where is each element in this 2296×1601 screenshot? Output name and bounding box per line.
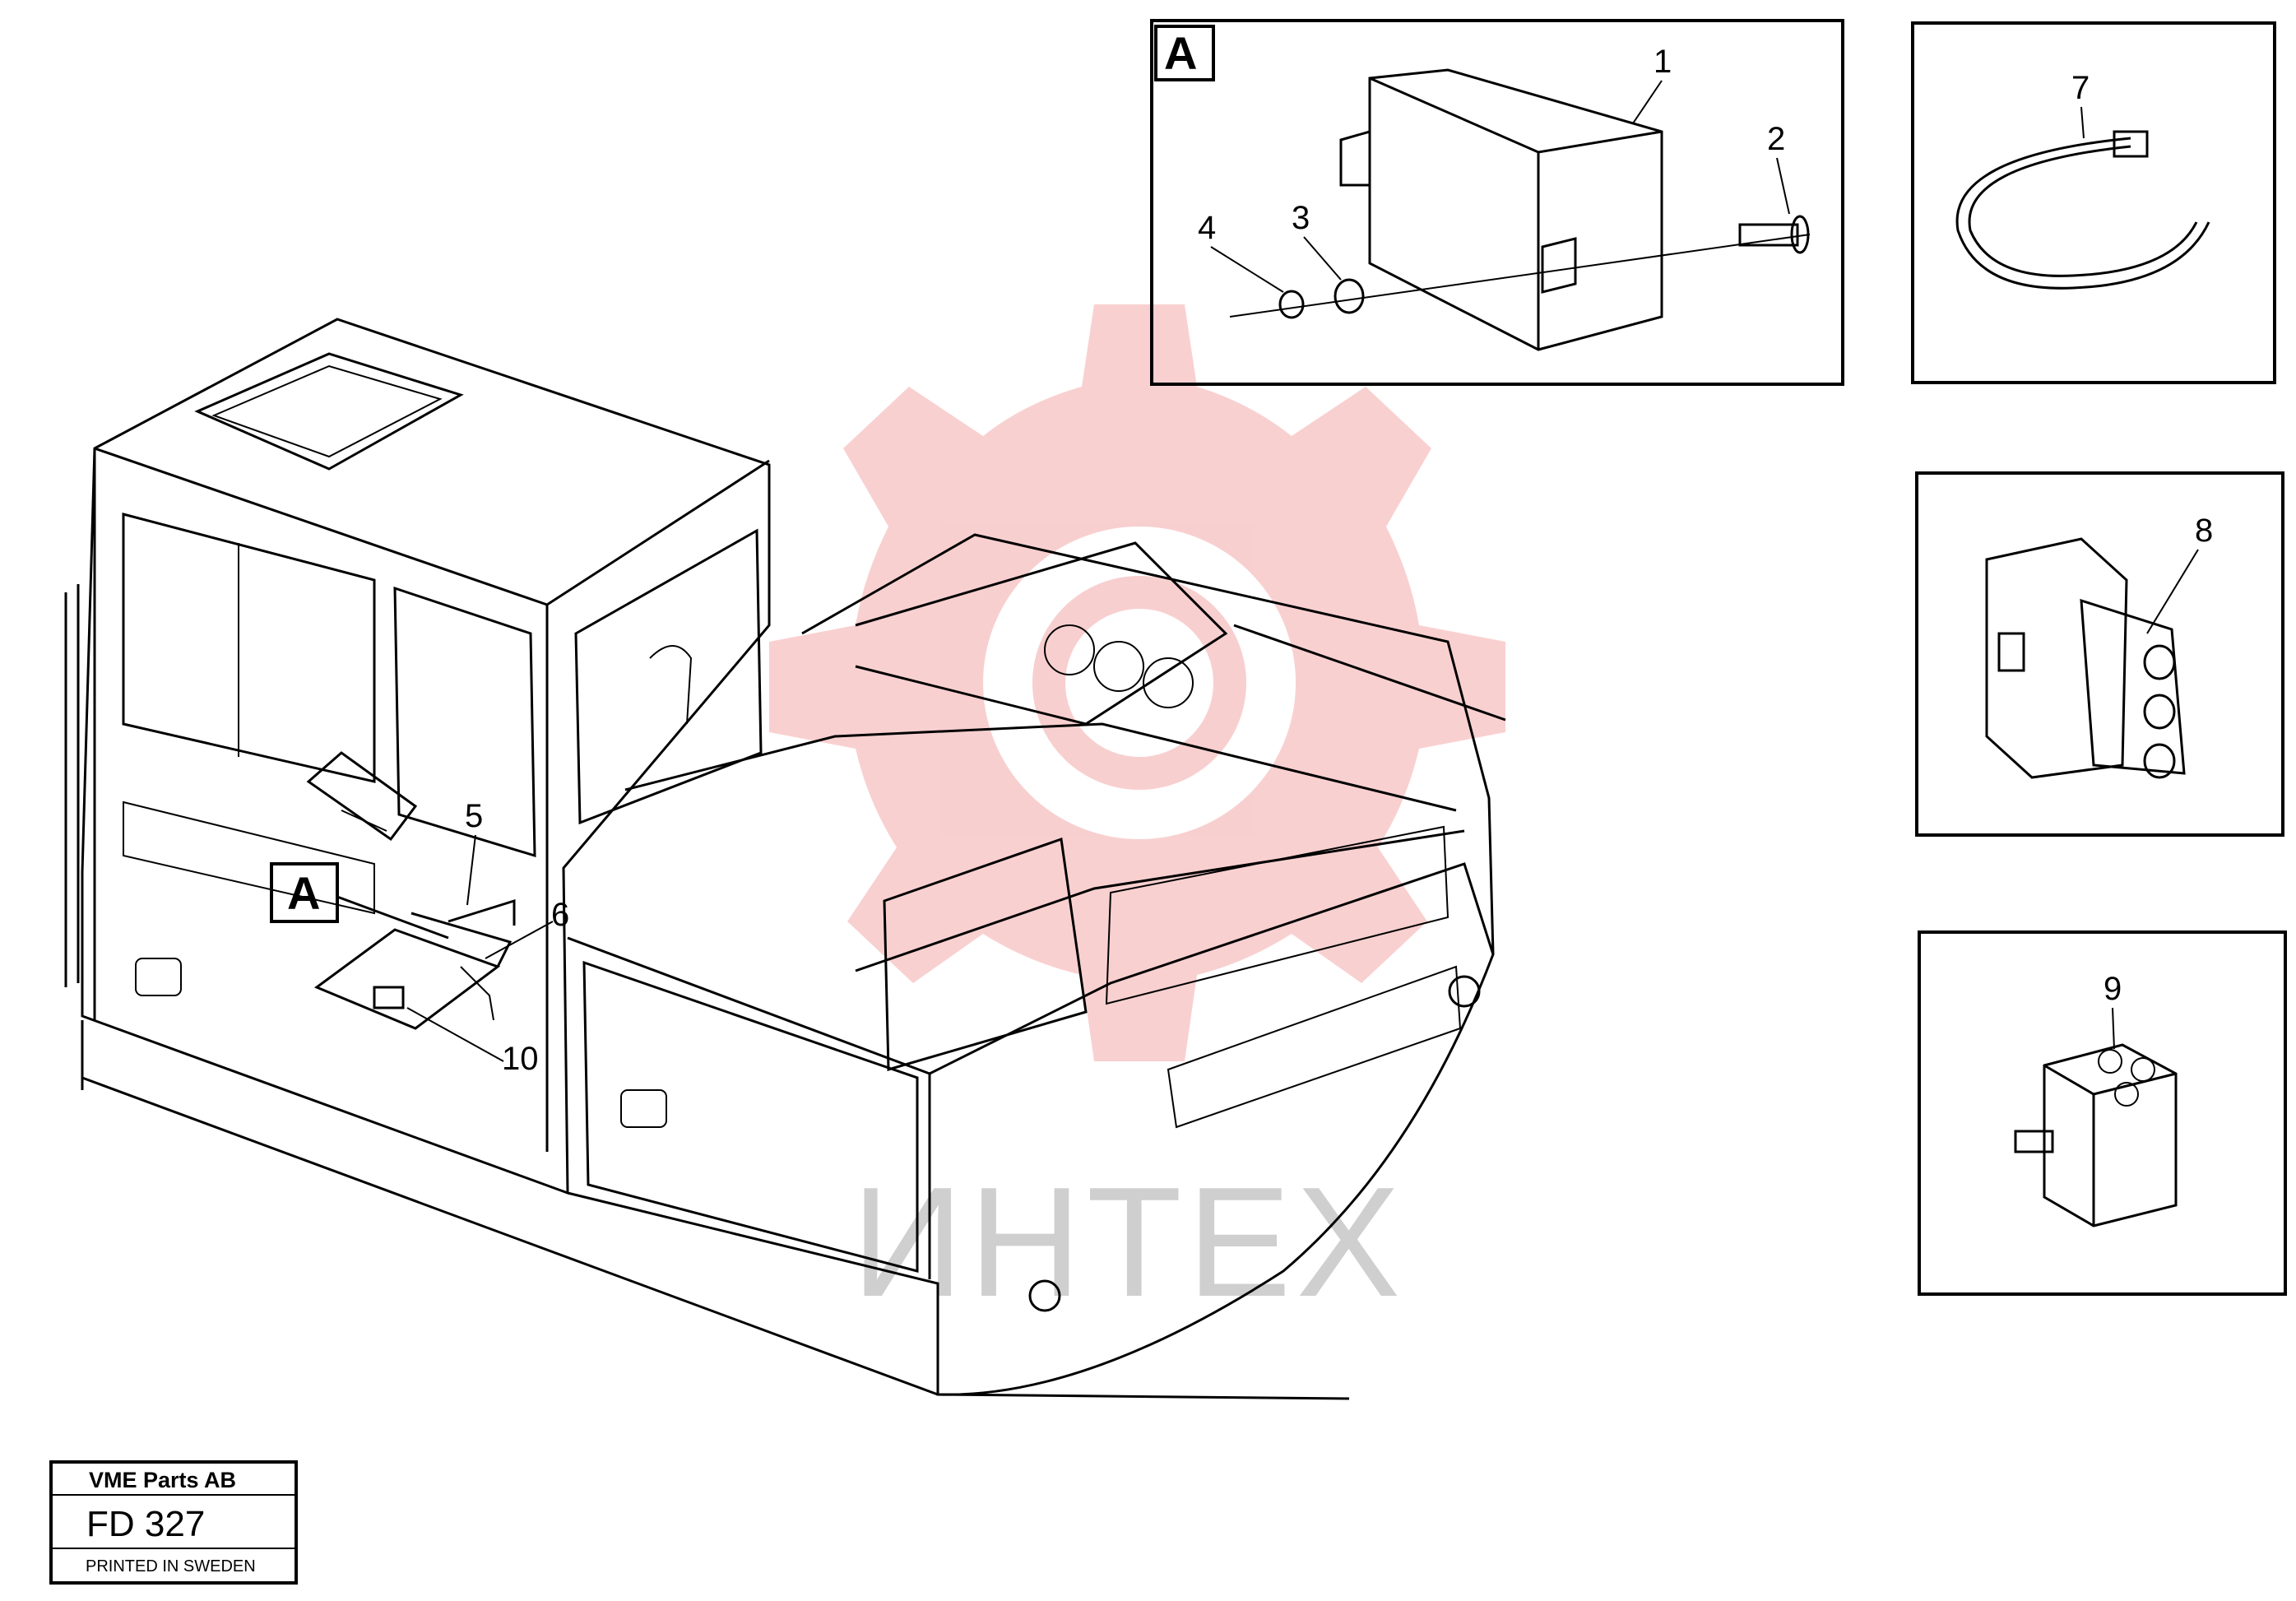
callout-8: 8 <box>2195 513 2213 549</box>
detail-tag-a-main: A <box>270 862 449 940</box>
callout-6: 6 <box>551 897 569 933</box>
callout-1: 1 <box>1654 44 1672 80</box>
title-block-drawing-number: FD 327 <box>86 1504 205 1544</box>
detail-frame-connector-9 <box>1918 930 2287 1296</box>
callout-7: 7 <box>2071 70 2090 106</box>
callout-5: 5 <box>465 798 483 834</box>
control-unit-mount <box>306 751 516 1030</box>
callout-9: 9 <box>2104 971 2122 1007</box>
callout-4: 4 <box>1198 210 1216 246</box>
leader-8 <box>2146 549 2199 634</box>
callout-2: 2 <box>1767 121 1785 157</box>
leader-5 <box>466 834 476 906</box>
leader-2 <box>1776 157 1790 215</box>
leader-7 <box>2080 106 2085 139</box>
detail-frame-a-tag: A <box>1164 27 1197 79</box>
title-block: VME Parts AB FD 327 PRINTED IN SWEDEN <box>49 1460 298 1585</box>
callout-3: 3 <box>1292 200 1310 236</box>
leader-10 <box>406 1007 504 1062</box>
leader-6 <box>485 921 554 959</box>
leader-4 <box>1210 246 1284 293</box>
title-block-printed: PRINTED IN SWEDEN <box>86 1557 256 1575</box>
detail-frame-cable-tie <box>1911 21 2276 384</box>
watermark-text: ИНТЕХ <box>851 1155 1405 1330</box>
leader-9 <box>2112 1007 2115 1050</box>
detail-frame-a: A <box>1150 19 1844 386</box>
excavator-illustration <box>64 318 1506 1400</box>
leader-1 <box>1632 80 1663 124</box>
callout-10: 10 <box>502 1041 539 1077</box>
svg-text:A: A <box>287 867 320 919</box>
leader-3 <box>1303 236 1342 281</box>
watermark-gear-logo <box>769 304 1505 1061</box>
title-block-company: VME Parts AB <box>89 1468 236 1492</box>
detail-frame-connector-8 <box>1915 471 2284 837</box>
